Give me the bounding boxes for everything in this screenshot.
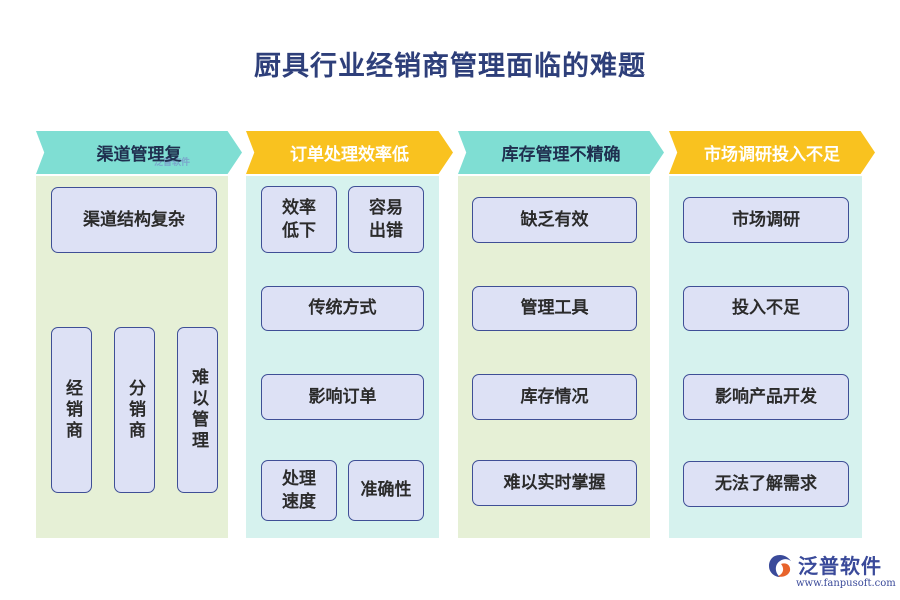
watermark-text: 泛普软件 bbox=[154, 158, 191, 168]
item-box: 处理速度 bbox=[261, 460, 337, 521]
item-box-vertical: 分销商 bbox=[114, 327, 155, 493]
item-label: 效率低下 bbox=[281, 197, 316, 241]
item-box: 难以实时掌握 bbox=[472, 460, 637, 506]
item-box: 效率低下 bbox=[261, 186, 337, 253]
item-box: 缺乏有效 bbox=[472, 197, 637, 243]
item-box: 市场调研 bbox=[683, 197, 849, 243]
item-box-vertical: 经销商 bbox=[51, 327, 92, 493]
brand-logo: 泛普软件 www.fanpusoft.com bbox=[766, 548, 896, 596]
item-box: 传统方式 bbox=[261, 286, 424, 331]
column-1-header: 渠道管理复 泛普软件 bbox=[36, 131, 242, 174]
brand-name: 泛普软件 bbox=[798, 554, 882, 578]
column-2-header-label: 订单处理效率低 bbox=[290, 145, 409, 165]
item-box-vertical: 难以管理 bbox=[177, 327, 218, 493]
column-3-header-label: 库存管理不精确 bbox=[501, 145, 621, 165]
item-box: 库存情况 bbox=[472, 374, 637, 420]
item-label: 准确性 bbox=[360, 480, 412, 501]
item-label: 难以管理 bbox=[188, 368, 208, 452]
item-label: 处理速度 bbox=[281, 468, 316, 512]
item-box: 管理工具 bbox=[472, 286, 637, 331]
column-2-header: 订单处理效率低 bbox=[246, 131, 453, 174]
brand-logo-icon bbox=[769, 555, 791, 577]
item-label: 影响订单 bbox=[308, 386, 377, 407]
item-box: 准确性 bbox=[348, 460, 424, 521]
item-label: 库存情况 bbox=[520, 386, 589, 407]
item-box: 容易出错 bbox=[348, 186, 424, 253]
item-label: 管理工具 bbox=[520, 298, 589, 319]
brand-url: www.fanpusoft.com bbox=[796, 578, 896, 589]
item-box: 影响产品开发 bbox=[683, 374, 849, 420]
item-label: 经销商 bbox=[62, 378, 82, 442]
item-label: 传统方式 bbox=[308, 298, 377, 319]
item-label: 缺乏有效 bbox=[520, 209, 589, 230]
item-label: 投入不足 bbox=[732, 298, 800, 319]
column-1-header-label: 渠道管理复 bbox=[96, 145, 182, 165]
item-box: 无法了解需求 bbox=[683, 461, 849, 507]
item-label: 容易出错 bbox=[368, 197, 403, 241]
item-label: 渠道结构复杂 bbox=[83, 209, 185, 230]
item-label: 影响产品开发 bbox=[715, 386, 817, 407]
item-box: 投入不足 bbox=[683, 286, 849, 331]
item-label: 分销商 bbox=[125, 378, 145, 442]
page-title: 厨具行业经销商管理面临的难题 bbox=[254, 51, 646, 82]
item-label: 市场调研 bbox=[732, 209, 800, 230]
item-label: 难以实时掌握 bbox=[503, 472, 606, 493]
column-4-header-label: 市场调研投入不足 bbox=[704, 145, 840, 165]
column-3-header: 库存管理不精确 bbox=[458, 131, 664, 174]
item-box: 影响订单 bbox=[261, 374, 424, 420]
column-4-header: 市场调研投入不足 bbox=[669, 131, 875, 174]
item-label: 无法了解需求 bbox=[715, 473, 817, 494]
item-box: 渠道结构复杂 bbox=[51, 187, 217, 253]
